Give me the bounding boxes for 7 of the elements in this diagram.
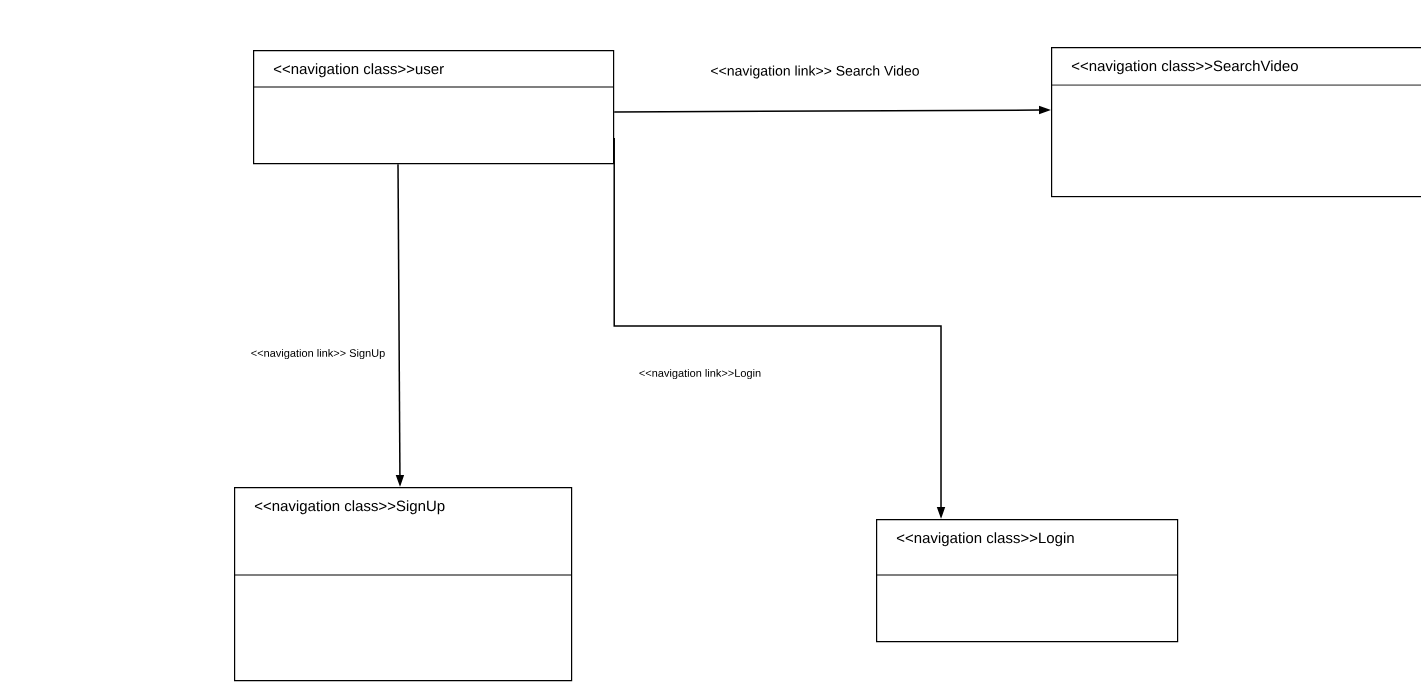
class-box: <<navigation class>>user [252, 50, 615, 165]
edge-label: <<navigation link>> Search Video [709, 64, 921, 80]
class-box: <<navigation class>>SignUp [233, 487, 573, 682]
edge-label: <<navigation link>>Login [637, 367, 763, 381]
class-box: <<navigation class>>Login [875, 519, 1179, 643]
edge-label: <<navigation link>> SignUp [249, 347, 387, 361]
class-box: <<navigation class>>SearchVideo [1050, 47, 1421, 198]
